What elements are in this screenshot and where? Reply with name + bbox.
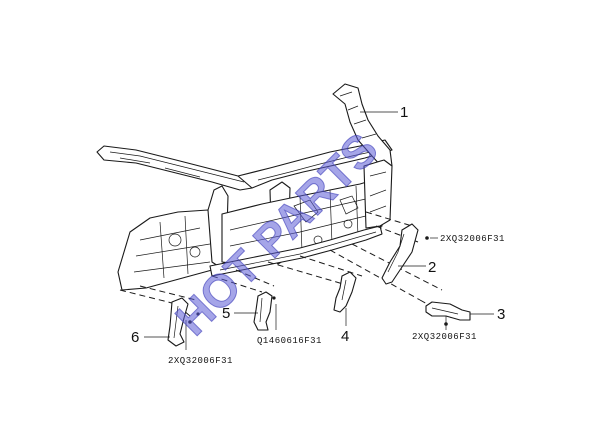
part-number-center: Q1460616F31 bbox=[257, 336, 322, 346]
bracket-part-4 bbox=[333, 271, 357, 313]
callout-6: 6 bbox=[131, 329, 139, 346]
part-number-left: 2XQ32006F31 bbox=[168, 356, 233, 366]
part-number-labels: 2XQ32006F31 2XQ32006F31 Q1460616F31 2XQ3… bbox=[168, 234, 505, 366]
main-frame-assembly bbox=[96, 83, 393, 291]
bracket-part-5 bbox=[253, 291, 276, 331]
callout-4: 4 bbox=[341, 328, 349, 345]
part-number-lower-right: 2XQ32006F31 bbox=[412, 332, 477, 342]
part-number-upper-right: 2XQ32006F31 bbox=[440, 234, 505, 244]
bracket-part-3 bbox=[425, 301, 471, 326]
callout-2: 2 bbox=[428, 259, 436, 276]
callout-5: 5 bbox=[222, 305, 230, 322]
callout-3: 3 bbox=[497, 306, 505, 323]
callout-labels: 1 2 3 4 5 6 bbox=[131, 104, 505, 346]
callout-1: 1 bbox=[400, 104, 408, 121]
bracket-part-6 bbox=[167, 297, 200, 347]
bracket-part-2 bbox=[381, 223, 429, 285]
leader-lines bbox=[144, 111, 494, 350]
